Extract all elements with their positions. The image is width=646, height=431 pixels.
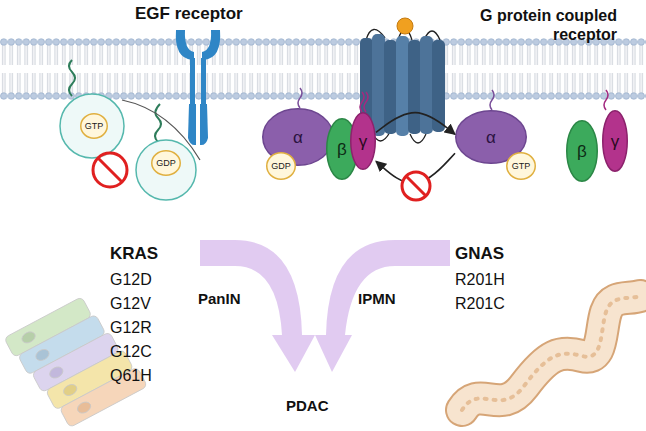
lipid-anchor — [298, 88, 608, 112]
gdp-circle: GDP — [151, 150, 181, 176]
transition-arrow — [376, 153, 455, 183]
node-text: α — [486, 129, 496, 146]
outcome-label: PDAC — [286, 397, 329, 415]
node-shape — [267, 153, 296, 180]
node-text: β — [337, 141, 347, 158]
node-shape — [81, 114, 108, 139]
g-gamma-subunit: γ — [602, 110, 628, 172]
node-text: β — [577, 143, 587, 160]
gtp-circle: GTP — [80, 113, 108, 139]
receptor-label: EGF receptor — [135, 4, 243, 24]
node-shape — [567, 121, 598, 182]
g-beta-subunit: β — [566, 120, 598, 182]
egf-receptor — [176, 30, 220, 145]
transition-arrow — [376, 113, 455, 135]
gdp-circle: GDP — [266, 152, 296, 180]
node-shape — [507, 153, 536, 180]
lesion-label: PanIN — [198, 290, 241, 308]
lesion-label: IPMN — [358, 290, 396, 308]
node-text: GTP — [85, 122, 104, 131]
mutation-label: G12R — [110, 318, 152, 337]
ipmn-illustration — [462, 296, 640, 410]
progression-arrow — [315, 240, 450, 372]
gene-name: KRAS — [110, 244, 158, 264]
mutation-label: Q61H — [110, 366, 152, 385]
node-shape — [152, 151, 181, 176]
g-gamma-subunit: γ — [350, 112, 376, 170]
mutation-label: G12C — [110, 342, 152, 361]
node-text: α — [293, 129, 303, 146]
node-shape — [351, 113, 376, 170]
kras-protein — [60, 60, 200, 200]
node-text: γ — [359, 133, 368, 150]
mutation-label: R201H — [455, 270, 505, 289]
lipid-membrane — [0, 38, 646, 100]
gene-name: GNAS — [455, 244, 504, 264]
stop-sign — [93, 153, 127, 187]
mutation-label: R201C — [455, 294, 505, 313]
node-text: γ — [611, 133, 620, 150]
node-text: GTP — [512, 162, 531, 171]
gtp-circle: GTP — [506, 152, 536, 180]
node-text: GDP — [156, 159, 176, 168]
node-shape — [603, 111, 628, 172]
mutation-label: G12D — [110, 270, 152, 289]
stop-sign — [402, 172, 430, 200]
receptor-label: G protein coupled receptor — [445, 6, 617, 44]
mutation-label: G12V — [110, 294, 151, 313]
node-text: GDP — [271, 162, 291, 171]
